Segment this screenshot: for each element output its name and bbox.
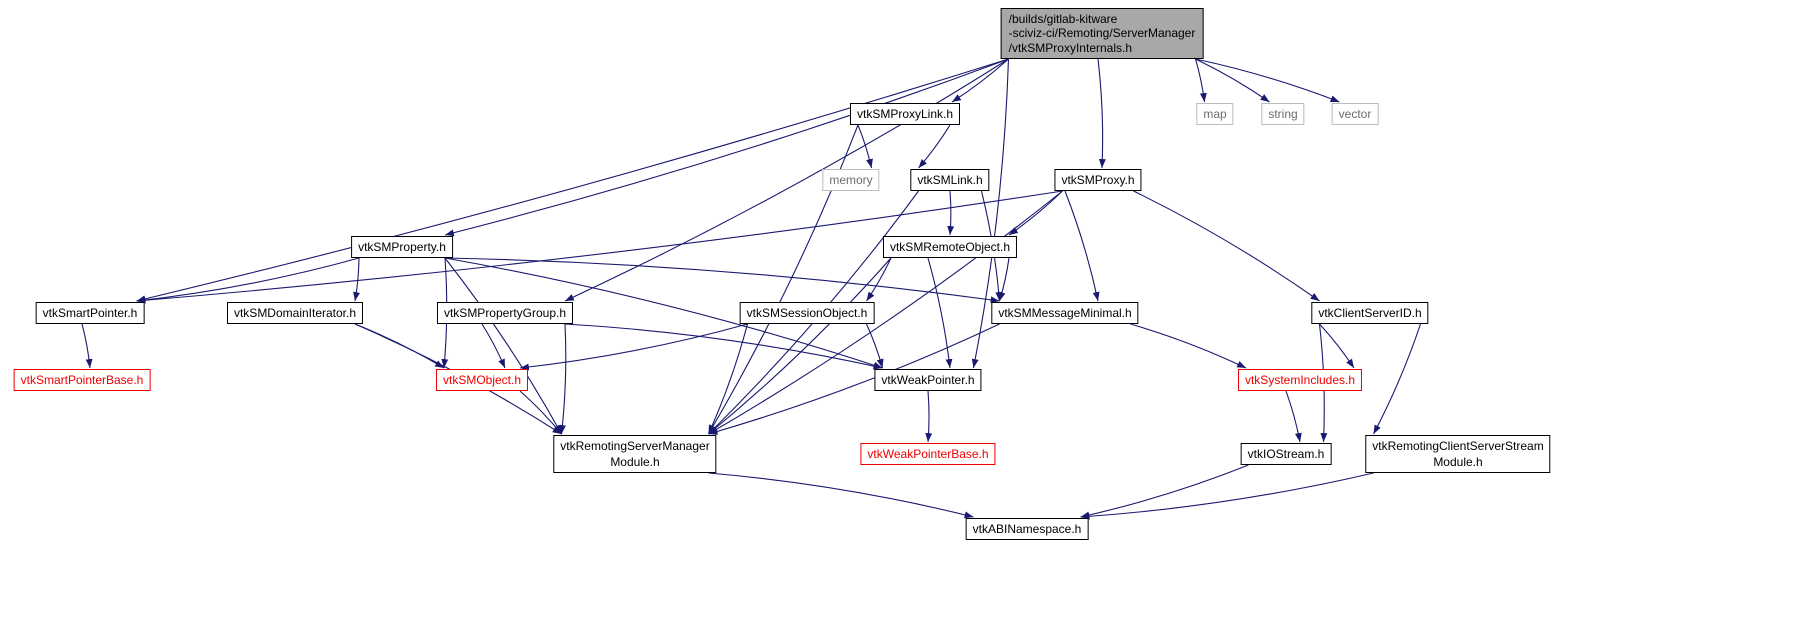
edge-propertygroup-to-rsmmodule [559, 323, 567, 435]
edge-clientserverid-to-systemincludes [1319, 323, 1355, 369]
edge-root-to-smartpointer [136, 58, 1009, 303]
edge-smproperty-to-domainiterator [353, 257, 360, 302]
edge-root-to-vector [1195, 58, 1340, 103]
edge-root-to-string [1195, 58, 1270, 103]
edge-root-to-smproperty [444, 58, 1009, 237]
edge-rsmmodule-to-abinamespace [708, 472, 974, 519]
edge-proxylink-to-smlink [918, 124, 951, 169]
edge-messageminimal-to-systemincludes [1130, 323, 1247, 369]
edge-weakpointer-to-weakpointerbase [925, 390, 933, 443]
edge-smproperty-to-weakpointer [444, 257, 883, 369]
edge-remoteobject-to-messageminimal [998, 257, 1010, 302]
edge-propertygroup-to-smobject [481, 323, 506, 369]
edge-remoteobject-to-weakpointer [927, 257, 953, 369]
edge-smproxy-to-rsmmodule [708, 190, 1063, 435]
edge-messageminimal-to-rsmmodule [708, 323, 1000, 435]
edge-proxylink-to-rsmmodule [708, 124, 859, 435]
edge-sessionobject-to-rsmmodule [707, 323, 749, 435]
node-clientserverid[interactable]: vtkClientServerID.h [1311, 302, 1429, 324]
node-messageminimal[interactable]: vtkSMMessageMinimal.h [991, 302, 1139, 324]
node-smobject[interactable]: vtkSMObject.h [435, 369, 529, 391]
edge-smproperty-to-smartpointer [136, 257, 360, 304]
node-string: string [1261, 103, 1305, 125]
edge-sessionobject-to-weakpointer [865, 323, 884, 369]
edge-smobject-to-rsmmodule [519, 390, 562, 435]
edge-clientserverid-to-rcssmodule [1373, 323, 1422, 435]
node-propertygroup[interactable]: vtkSMPropertyGroup.h [436, 302, 574, 324]
edge-root-to-propertygroup [564, 58, 1009, 302]
node-weakpointer[interactable]: vtkWeakPointer.h [874, 369, 982, 391]
edge-root-to-map [1194, 58, 1207, 103]
edge-propertygroup-to-weakpointer [564, 323, 883, 370]
edge-iostream-to-abinamespace [1080, 464, 1249, 519]
edge-smproxy-to-messageminimal [1064, 190, 1100, 302]
edge-smlink-to-remoteobject [947, 190, 955, 236]
edge-smproperty-to-messageminimal [444, 257, 1000, 304]
edge-smproxy-to-clientserverid [1133, 190, 1320, 302]
node-abinamespace[interactable]: vtkABINamespace.h [965, 518, 1089, 540]
node-smproperty[interactable]: vtkSMProperty.h [351, 236, 453, 258]
node-rsmmodule[interactable]: vtkRemotingServerManager Module.h [553, 435, 717, 473]
node-remoteobject[interactable]: vtkSMRemoteObject.h [882, 236, 1018, 258]
edge-remoteobject-to-rsmmodule [708, 257, 892, 435]
edge-systemincludes-to-iostream [1285, 390, 1302, 443]
node-smartpointerbase[interactable]: vtkSmartPointerBase.h [13, 369, 151, 391]
node-sessionobject[interactable]: vtkSMSessionObject.h [739, 302, 875, 324]
edge-remoteobject-to-sessionobject [866, 257, 892, 302]
edge-sessionobject-to-smobject [519, 323, 748, 371]
edge-smproxy-to-smartpointer [136, 190, 1063, 304]
node-domainiterator[interactable]: vtkSMDomainIterator.h [226, 302, 364, 324]
edge-proxylink-to-memory [857, 124, 873, 169]
node-smproxy[interactable]: vtkSMProxy.h [1054, 169, 1142, 191]
edge-root-to-smproxy [1097, 58, 1106, 169]
edge-root-to-proxylink [951, 58, 1009, 103]
node-vector: vector [1331, 103, 1379, 125]
edge-smartpointer-to-smartpointerbase [81, 323, 93, 369]
node-smartpointer[interactable]: vtkSmartPointer.h [35, 302, 145, 324]
node-rcssmodule[interactable]: vtkRemotingClientServerStream Module.h [1365, 435, 1551, 473]
node-weakpointerbase[interactable]: vtkWeakPointerBase.h [860, 443, 996, 465]
edge-rcssmodule-to-abinamespace [1080, 472, 1374, 520]
node-smlink[interactable]: vtkSMLink.h [910, 169, 990, 191]
node-systemincludes[interactable]: vtkSystemIncludes.h [1237, 369, 1363, 391]
edge-smproperty-to-rsmmodule [444, 257, 562, 435]
node-root: /builds/gitlab-kitware -sciviz-ci/Remoti… [1000, 8, 1204, 59]
node-iostream[interactable]: vtkIOStream.h [1240, 443, 1332, 465]
node-memory: memory [822, 169, 880, 191]
node-proxylink[interactable]: vtkSMProxyLink.h [849, 103, 961, 125]
node-map: map [1196, 103, 1234, 125]
edge-root-to-weakpointer [971, 58, 1010, 369]
